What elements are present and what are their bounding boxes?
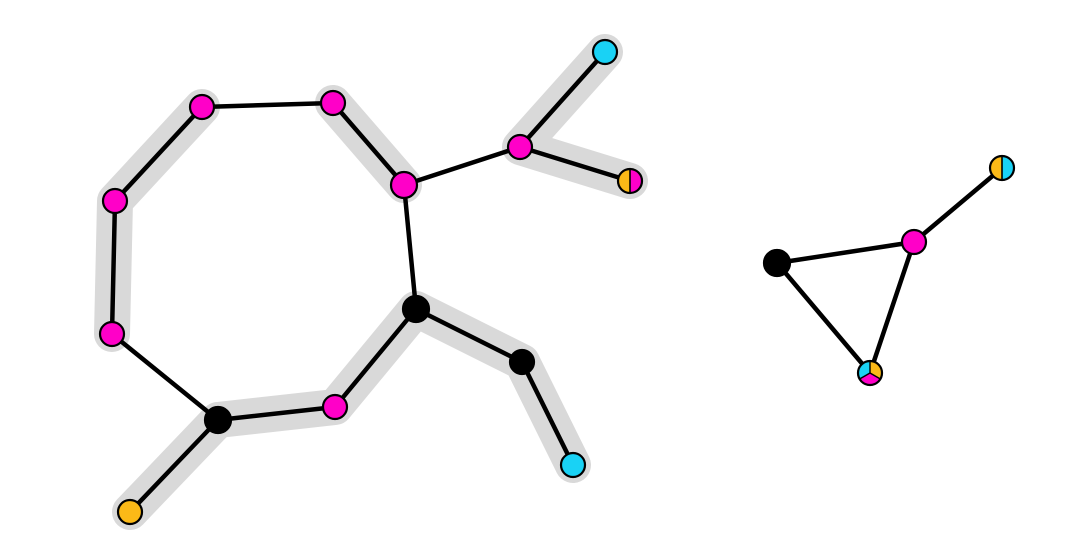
bond-r3-s1 bbox=[401, 144, 523, 188]
atom-node-r4 bbox=[101, 187, 129, 215]
highlight-halo-1 bbox=[94, 89, 220, 352]
bond-r4-r5 bbox=[109, 198, 118, 337]
atom-node-r9 bbox=[508, 348, 536, 376]
atom-node-t2 bbox=[900, 228, 928, 256]
atom-node-s3 bbox=[616, 167, 644, 195]
bond-t1-t2 bbox=[774, 239, 917, 266]
bond-t3-t1 bbox=[774, 260, 873, 376]
atom-node-r7 bbox=[321, 393, 349, 421]
atom-node-r6 bbox=[203, 405, 233, 435]
atom-node-s5 bbox=[559, 451, 587, 479]
bond-r1-r2 bbox=[199, 100, 336, 110]
atom-node-t1 bbox=[762, 248, 792, 278]
atom-node-r1 bbox=[188, 93, 216, 121]
bond-r6-r7 bbox=[215, 404, 338, 423]
bond-t2-t3 bbox=[867, 239, 917, 376]
bond-r2-r3 bbox=[330, 100, 407, 188]
atom-node-t3 bbox=[856, 359, 884, 387]
bond-r9-s5 bbox=[519, 359, 576, 468]
atom-node-s2 bbox=[591, 38, 619, 66]
bond-r8-r3 bbox=[401, 182, 419, 312]
bond-r1-r4 bbox=[112, 104, 205, 204]
bond-r8-r9 bbox=[413, 306, 525, 365]
bond-edges bbox=[109, 49, 1005, 515]
atom-node-r5 bbox=[98, 320, 126, 348]
atom-node-t4 bbox=[988, 154, 1016, 182]
bond-s1-s3 bbox=[517, 144, 633, 184]
bond-r7-r8 bbox=[332, 306, 419, 410]
bond-r6-s6 bbox=[127, 417, 221, 515]
atom-node-s6 bbox=[116, 498, 144, 526]
atom-node-r3 bbox=[389, 170, 419, 200]
bond-t2-t4 bbox=[911, 165, 1005, 245]
atom-nodes bbox=[98, 38, 1016, 526]
atom-node-r8 bbox=[401, 294, 431, 324]
bond-r5-r6 bbox=[109, 331, 221, 423]
bond-s1-s2 bbox=[517, 49, 608, 150]
atom-node-s1 bbox=[506, 133, 534, 161]
atom-node-r2 bbox=[319, 89, 347, 117]
